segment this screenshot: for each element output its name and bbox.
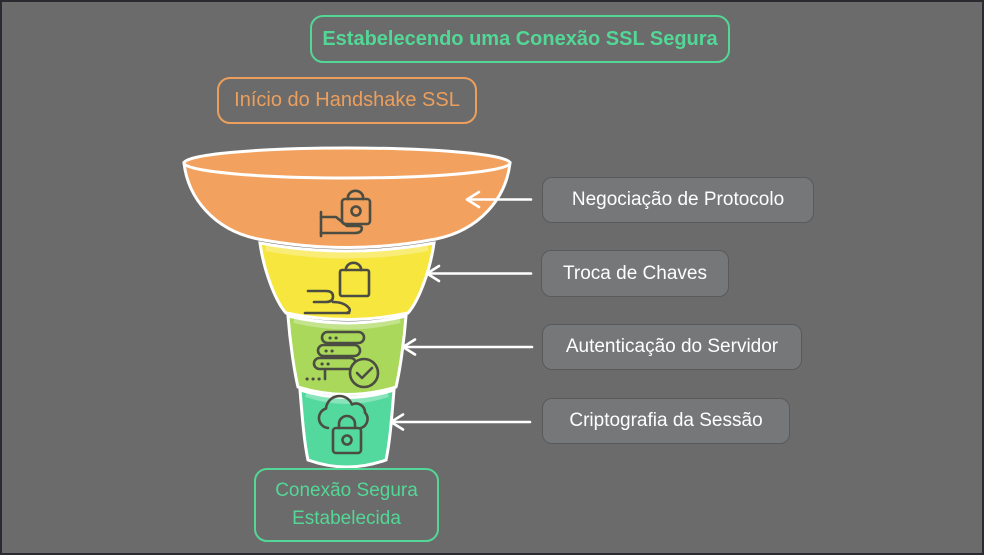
start-node: Início do Handshake SSL [217, 77, 477, 124]
diagram-title-text: Estabelecendo uma Conexão SSL Segura [322, 27, 718, 50]
step-label-autenticacao: Autenticação do Servidor [542, 324, 802, 370]
step-label-criptografia: Criptografia da Sessão [542, 398, 790, 444]
end-node: Conexão Segura Estabelecida [254, 468, 439, 542]
arrow-to-segment-4 [389, 413, 532, 431]
step-label-text: Troca de Chaves [563, 262, 707, 284]
step-label-troca: Troca de Chaves [541, 250, 729, 297]
funnel-highlights [265, 245, 429, 404]
step-label-text: Autenticação do Servidor [565, 336, 779, 357]
arrow-to-segment-3 [401, 338, 534, 356]
hand-lock-icon [319, 189, 372, 238]
start-node-text: Início do Handshake SSL [234, 89, 460, 111]
diagram-title: Estabelecendo uma Conexão SSL Segura [310, 15, 730, 63]
funnel-segment-1 [182, 161, 512, 249]
server-check-icon [305, 330, 380, 389]
arrow-to-segment-2 [425, 264, 533, 283]
arrow-to-segment-1 [465, 190, 533, 209]
end-node-text: Conexão Segura Estabelecida [275, 480, 418, 529]
hand-lock-icon [303, 261, 371, 315]
step-label-text: Criptografia da Sessão [569, 410, 763, 431]
cloud-lock-icon [317, 394, 369, 455]
funnel-top-ellipse [182, 146, 512, 180]
step-label-text: Negociação de Protocolo [571, 189, 785, 210]
funnel-segment-2 [258, 241, 436, 321]
step-label-negociacao: Negociação de Protocolo [542, 177, 814, 223]
